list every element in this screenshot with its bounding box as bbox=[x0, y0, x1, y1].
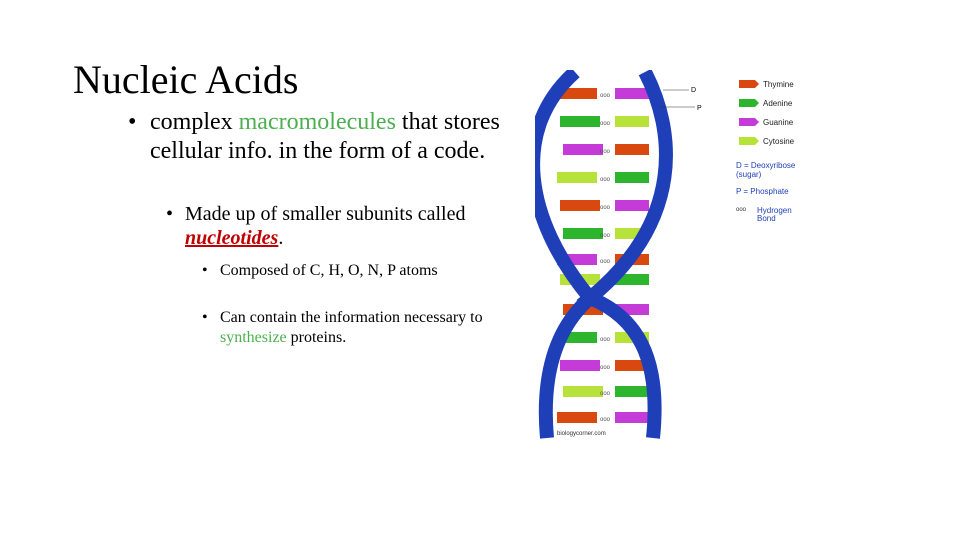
hydrogen-bond: ooo bbox=[600, 365, 611, 371]
hydrogen-bond: ooo bbox=[600, 233, 611, 239]
hydrogen-bond: ooo bbox=[600, 337, 611, 343]
base-left bbox=[560, 116, 600, 127]
hydrogen-bond: ooo bbox=[600, 177, 611, 183]
base-left bbox=[557, 172, 597, 183]
bullet-level1: • complex macromolecules that stores cel… bbox=[128, 108, 520, 166]
bullet1-highlight: macromolecules bbox=[238, 109, 396, 135]
base-right bbox=[615, 116, 649, 127]
dna-diagram: ooooooooooooooooooooooooooooooooooooooo … bbox=[535, 70, 796, 439]
base-left bbox=[563, 386, 603, 397]
bullet4-text-end: proteins. bbox=[286, 329, 347, 346]
base-left bbox=[563, 228, 603, 239]
legend-swatch-cytosine bbox=[739, 137, 759, 145]
base-left bbox=[560, 200, 600, 211]
bullet1-text: complex bbox=[150, 109, 239, 135]
base-right bbox=[615, 228, 649, 239]
base-right bbox=[615, 88, 649, 99]
hydrogen-symbol: ooo bbox=[736, 207, 747, 213]
bullet2-highlight: nucleotides bbox=[185, 227, 279, 249]
base-right bbox=[615, 144, 649, 155]
bullet-dot: • bbox=[202, 309, 208, 326]
bullet1-text-end: that stores cellular info. in the form o… bbox=[150, 109, 500, 164]
base-right bbox=[615, 386, 649, 397]
legend-swatch-guanine bbox=[739, 118, 759, 126]
base-left bbox=[557, 412, 597, 423]
hydrogen-bond: ooo bbox=[600, 391, 611, 397]
hydrogen-bond: ooo bbox=[600, 417, 611, 423]
base-right bbox=[615, 200, 649, 211]
legend-swatch-thymine bbox=[739, 80, 759, 88]
legend-label-thymine: Thymine bbox=[763, 80, 794, 89]
base-left bbox=[557, 254, 597, 265]
base-right bbox=[615, 274, 649, 285]
label-p: P bbox=[697, 105, 702, 112]
base-left bbox=[560, 360, 600, 371]
hydrogen-bond: ooo bbox=[600, 93, 611, 99]
key-phosphate: P = Phosphate bbox=[736, 187, 789, 196]
key-hydrogen: Hydrogen bbox=[757, 206, 792, 215]
hydrogen-bond: ooo bbox=[600, 149, 611, 155]
label-d: D bbox=[691, 87, 696, 94]
key-sugar: (sugar) bbox=[736, 170, 762, 179]
base-right bbox=[615, 304, 649, 315]
backbone-left bbox=[535, 70, 600, 439]
base-right bbox=[615, 172, 649, 183]
base-left bbox=[557, 88, 597, 99]
legend-swatch-adenine bbox=[739, 99, 759, 107]
bullet3-text: Composed of C, H, O, N, P atoms bbox=[220, 262, 438, 279]
legend-label-adenine: Adenine bbox=[763, 99, 793, 108]
bullet4-text: Can contain the information necessary to bbox=[220, 309, 483, 326]
bullet-level3-atoms: • Composed of C, H, O, N, P atoms bbox=[202, 261, 510, 281]
backbone-right bbox=[576, 70, 673, 439]
bullet-dot: • bbox=[202, 262, 208, 279]
hydrogen-bond: ooo bbox=[600, 121, 611, 127]
base-left bbox=[563, 144, 603, 155]
key-bond: Bond bbox=[757, 214, 776, 223]
bullet-level3-proteins: • Can contain the information necessary … bbox=[202, 308, 520, 348]
base-right bbox=[615, 360, 649, 371]
bullet2-text-end: . bbox=[278, 227, 284, 249]
hydrogen-bond: ooo bbox=[600, 205, 611, 211]
hydrogen-bond: ooo bbox=[600, 259, 611, 265]
bullet2-text: Made up of smaller subunits called bbox=[185, 203, 466, 225]
key-deoxyribose: D = Deoxyribose bbox=[736, 161, 796, 170]
legend-label-guanine: Guanine bbox=[763, 118, 794, 127]
base-right bbox=[615, 412, 649, 423]
slide-title: Nucleic Acids bbox=[73, 57, 299, 102]
bullet-level2: • Made up of smaller subunits called nuc… bbox=[166, 202, 515, 250]
bullet4-highlight: synthesize bbox=[220, 329, 287, 346]
bullet-dot: • bbox=[166, 203, 174, 225]
credit-text: biologycorner.com bbox=[557, 431, 606, 437]
base-left bbox=[557, 332, 597, 343]
legend-label-cytosine: Cytosine bbox=[763, 137, 795, 146]
bullet-dot: • bbox=[128, 109, 137, 135]
